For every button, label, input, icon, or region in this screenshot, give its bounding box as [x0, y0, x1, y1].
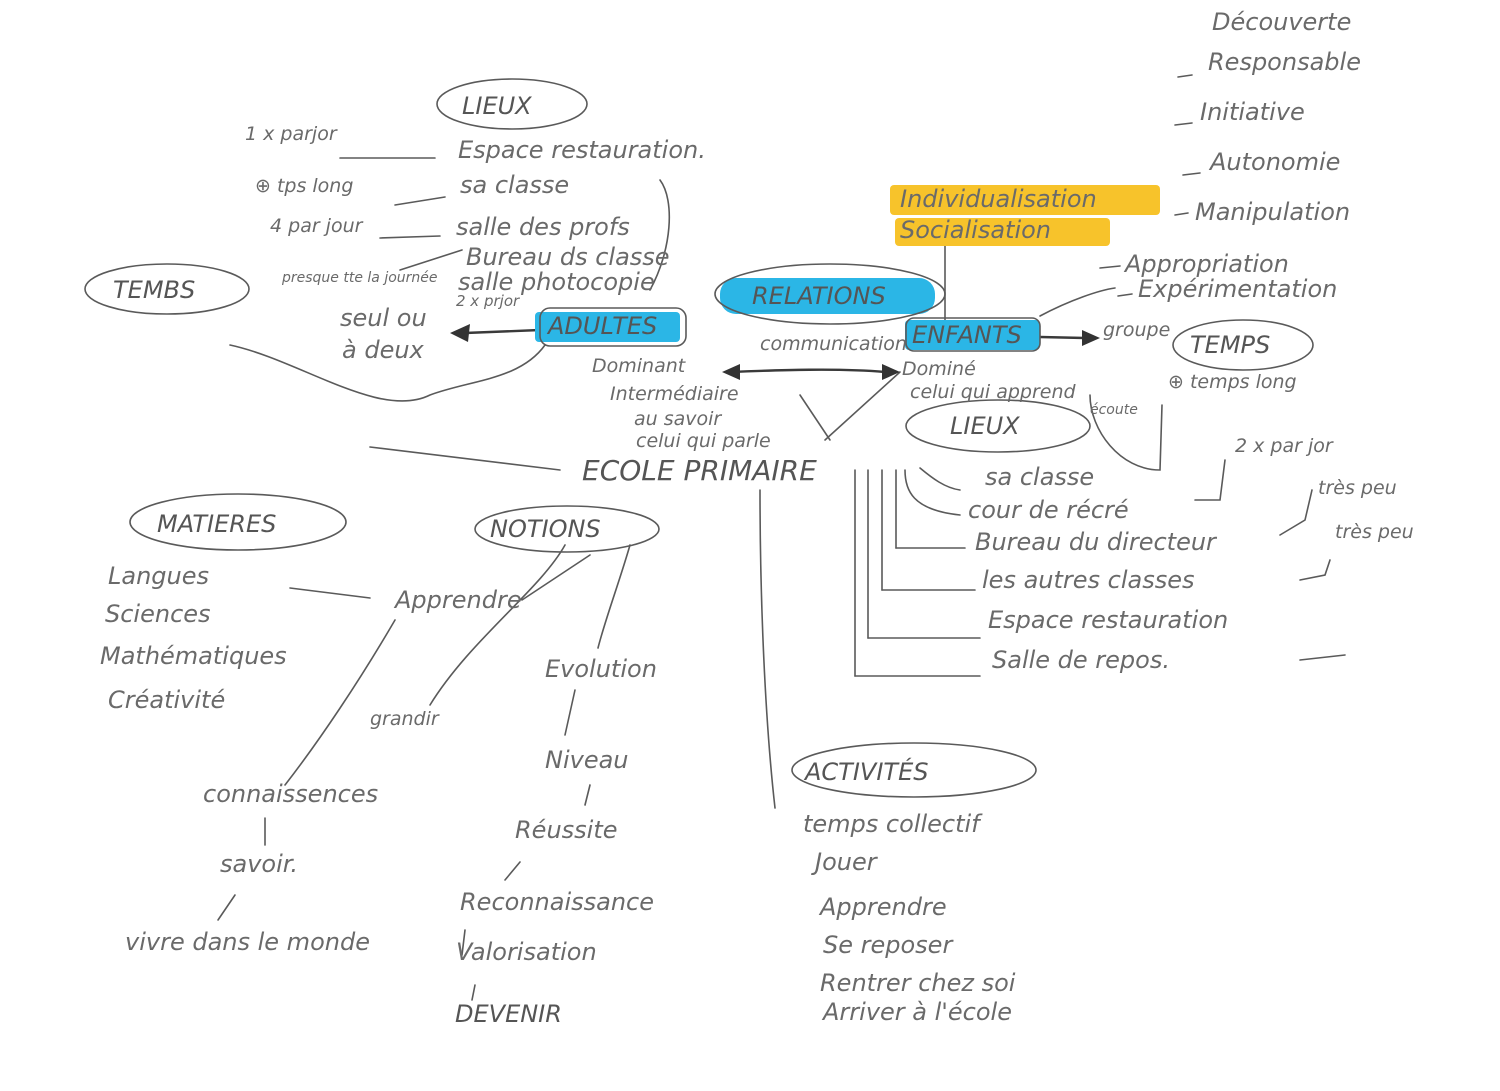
temps-adultes-title: TEMBS: [113, 276, 195, 304]
a-deux: à deux: [342, 336, 425, 364]
role-adulte-2: Intermédiaire: [610, 383, 739, 405]
activite-6: Arriver à l'école: [821, 998, 1012, 1026]
lieu-adulte-1: Espace restauration.: [458, 136, 706, 164]
qualite-5: Manipulation: [1195, 198, 1350, 226]
qualite-4: Autonomie: [1208, 148, 1340, 176]
matieres-branch: MATIERES Langues Sciences Mathématiques …: [100, 510, 287, 714]
relations-highlight: [720, 278, 935, 314]
lieux-adultes-oval: [436, 78, 588, 130]
notion-9: Reconnaissance: [460, 888, 654, 916]
socialisation-label: Socialisation: [900, 216, 1051, 244]
ovals: [84, 78, 1314, 798]
seul-ou: seul ou: [340, 304, 427, 332]
notion-6: Evolution: [545, 655, 657, 683]
freq-adulte-1: 1 x parjor: [245, 123, 338, 145]
enfants-branch: Individualisation Socialisation ENFANTS …: [900, 8, 1414, 674]
role-enfant-1: Dominé: [902, 358, 976, 380]
matiere-1: Langues: [108, 562, 209, 590]
relations-title: RELATIONS: [752, 282, 886, 310]
individualisation-label: Individualisation: [900, 185, 1097, 213]
individualisation-highlight: [890, 185, 1160, 215]
activite-2: Jouer: [811, 848, 879, 876]
freq-enfant-2: très peu: [1318, 477, 1397, 499]
adultes-title: ADULTES: [546, 312, 657, 340]
ecoute-label: écoute: [1090, 402, 1138, 418]
matiere-4: Créativité: [108, 686, 225, 714]
temps-long-label: ⊕ temps long: [1168, 371, 1297, 393]
adultes-box: [539, 307, 687, 347]
socialisation-highlight: [895, 218, 1110, 246]
groupe-label: groupe: [1103, 319, 1170, 341]
freq-enfant-3: très peu: [1335, 521, 1414, 543]
activites-branch: ACTIVITÉS temps collectif Jouer Apprendr…: [803, 757, 1016, 1026]
activites-title: ACTIVITÉS: [803, 757, 928, 786]
communication-label: communication: [760, 333, 907, 355]
activites-oval: [791, 742, 1037, 798]
relations-branch: RELATIONS communication: [752, 282, 907, 355]
notions-title: NOTIONS: [490, 515, 601, 543]
notion-10: Valorisation: [456, 938, 597, 966]
lieu-enfant-2: cour de récré: [968, 496, 1129, 524]
connector-lines: [217, 74, 1346, 1001]
freq-adulte-3: 4 par jour: [270, 215, 364, 237]
centre-ecole-primaire: ECOLE PRIMAIRE: [582, 454, 817, 487]
arrows: [450, 324, 1100, 380]
notion-8: Réussite: [515, 816, 618, 844]
temps-enfants-oval: [1172, 319, 1314, 371]
activite-1: temps collectif: [803, 810, 983, 838]
lieu-enfant-3: Bureau du directeur: [975, 528, 1218, 556]
freq-enfant-1: 2 x par jor: [1235, 435, 1334, 457]
adultes-branch: LIEUX Espace restauration. sa classe sal…: [113, 92, 771, 452]
lieu-enfant-6: Salle de repos.: [992, 646, 1170, 674]
freq-adulte-2: ⊕ tps long: [255, 175, 353, 197]
notion-11: DEVENIR: [455, 1000, 562, 1028]
lieu-enfant-5: Espace restauration: [988, 606, 1228, 634]
enfants-title: ENFANTS: [912, 321, 1022, 349]
lieux-adultes-title: LIEUX: [462, 92, 532, 120]
notion-3: connaissences: [203, 780, 378, 808]
adultes-highlight: [535, 312, 680, 342]
lieux-enfants-title: LIEUX: [950, 412, 1020, 440]
lieu-enfant-1: sa classe: [985, 463, 1094, 491]
notion-4: savoir.: [220, 850, 298, 878]
enfants-highlight: [905, 320, 1040, 350]
matieres-oval: [129, 493, 347, 551]
relations-oval: [714, 263, 946, 325]
lieu-adulte-2: sa classe: [460, 171, 569, 199]
notions-branch: NOTIONS Apprendre grandir connaissences …: [125, 515, 657, 1028]
lieu-adulte-5: salle photocopie: [458, 268, 655, 296]
notion-1: Apprendre: [393, 586, 522, 614]
role-adulte-4: celui qui parle: [636, 430, 771, 452]
lieux-enfants-oval: [905, 399, 1091, 453]
matiere-2: Sciences: [105, 600, 211, 628]
notions-oval: [474, 505, 660, 553]
qualite-7: Expérimentation: [1138, 275, 1337, 303]
role-adulte-3: au savoir: [634, 408, 722, 430]
activite-4: Se reposer: [823, 931, 954, 959]
lieu-adulte-4: Bureau ds classe: [466, 243, 670, 271]
notion-2: grandir: [370, 708, 440, 730]
temps-enfants-title: TEMPS: [1190, 331, 1270, 359]
enfants-box: [905, 317, 1041, 352]
role-enfant-2: celui qui apprend: [910, 381, 1077, 403]
freq-adulte-4: presque tte la journée: [281, 270, 438, 286]
notion-5: vivre dans le monde: [125, 928, 370, 956]
qualite-1: Découverte: [1212, 8, 1351, 36]
role-adulte-1: Dominant: [592, 355, 687, 377]
freq-adulte-5: 2 x prjor: [456, 292, 520, 310]
activite-5: Rentrer chez soi: [820, 969, 1016, 997]
qualite-2: Responsable: [1208, 48, 1361, 76]
matieres-title: MATIERES: [157, 510, 276, 538]
lieu-enfant-4: les autres classes: [982, 566, 1195, 594]
temps-adultes-oval: [84, 263, 250, 315]
lieu-adulte-3: salle des profs: [456, 213, 630, 241]
qualite-6: Appropriation: [1123, 250, 1289, 278]
highlights: [535, 185, 1160, 350]
matiere-3: Mathématiques: [100, 642, 287, 670]
notion-7: Niveau: [545, 746, 629, 774]
qualite-3: Initiative: [1200, 98, 1305, 126]
activite-3: Apprendre: [818, 893, 947, 921]
